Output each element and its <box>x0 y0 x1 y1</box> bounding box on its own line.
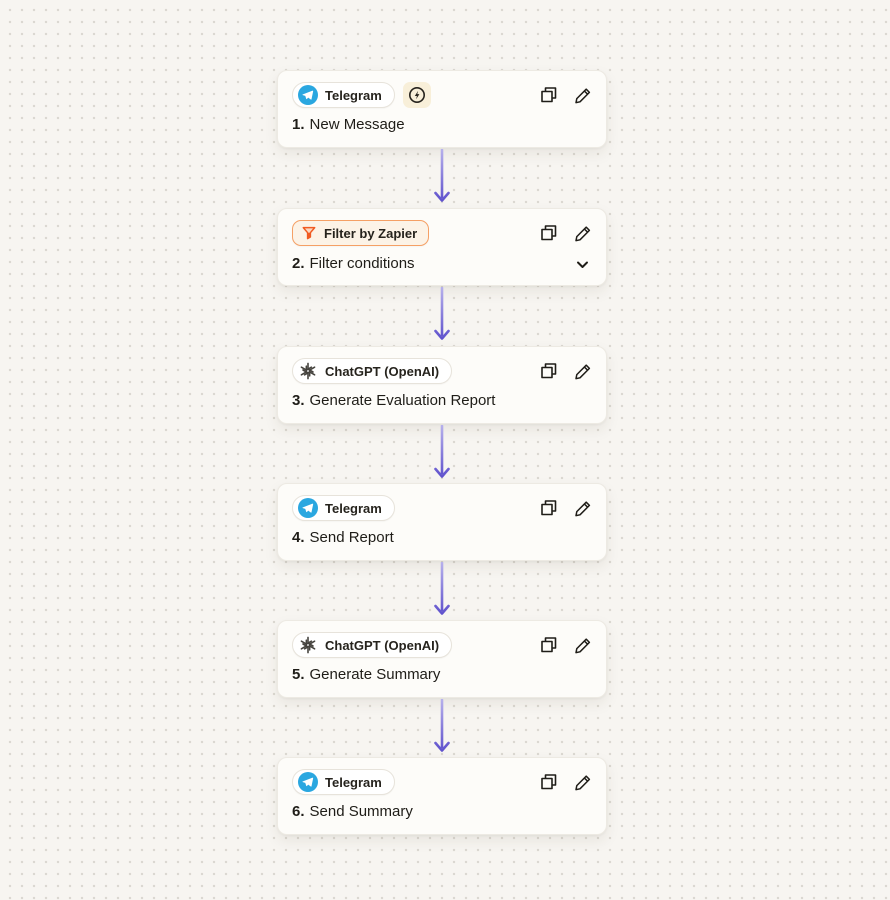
app-badge-label: Telegram <box>325 500 382 516</box>
copy-step-button[interactable] <box>539 85 559 105</box>
pencil-icon <box>574 637 590 653</box>
step-badges: ChatGPT (OpenAI) <box>292 358 453 384</box>
step-number: 1. <box>292 116 305 133</box>
edit-step-button[interactable] <box>572 223 592 243</box>
edit-step-button[interactable] <box>572 635 592 655</box>
step-card-1-trigger[interactable]: Telegram 1. New Message <box>277 70 607 148</box>
step-card-3-chatgpt[interactable]: ChatGPT (OpenAI) 3. Generate Evaluation … <box>277 346 607 424</box>
step-title-row: 1. New Message <box>292 116 592 134</box>
edit-step-button[interactable] <box>572 498 592 518</box>
connector-arrow <box>434 699 450 752</box>
connector-arrow <box>434 562 450 615</box>
copy-icon <box>541 87 557 103</box>
copy-icon <box>541 500 557 516</box>
app-badge-label: Telegram <box>325 87 382 103</box>
step-badges: Filter by Zapier <box>292 220 430 246</box>
step-title-row: 2. Filter conditions <box>292 254 592 274</box>
step-title: Send Summary <box>309 803 413 820</box>
openai-icon <box>298 636 318 654</box>
step-title-row: 6. Send Summary <box>292 803 592 821</box>
step-badges: ChatGPT (OpenAI) <box>292 632 453 658</box>
step-title: Generate Evaluation Report <box>309 392 496 409</box>
step-title: Generate Summary <box>309 666 441 683</box>
step-title-row: 3. Generate Evaluation Report <box>292 392 592 410</box>
pencil-icon <box>574 774 590 790</box>
step-badges: Telegram <box>292 82 431 108</box>
app-badge-chatgpt-openai[interactable]: ChatGPT (OpenAI) <box>292 632 453 658</box>
chevron-down-icon <box>576 261 588 268</box>
pencil-icon <box>574 363 590 379</box>
step-title: Filter conditions <box>309 255 415 272</box>
step-number: 4. <box>292 529 305 546</box>
copy-step-button[interactable] <box>539 498 559 518</box>
copy-icon <box>541 637 557 653</box>
step-title-row: 5. Generate Summary <box>292 666 592 684</box>
app-badge-telegram[interactable]: Telegram <box>292 769 395 795</box>
app-badge-chatgpt-openai[interactable]: ChatGPT (OpenAI) <box>292 358 453 384</box>
connector-arrow <box>434 287 450 340</box>
pencil-icon <box>574 500 590 516</box>
edit-step-button[interactable] <box>572 85 592 105</box>
app-badge-label: Telegram <box>325 774 382 790</box>
step-number: 5. <box>292 666 305 683</box>
copy-step-button[interactable] <box>539 635 559 655</box>
app-badge-filter-by-zapier[interactable]: Filter by Zapier <box>292 220 430 246</box>
step-card-6-telegram[interactable]: Telegram 6. Send Summary <box>277 757 607 835</box>
openai-icon <box>298 362 318 380</box>
app-badge-label: ChatGPT (OpenAI) <box>325 363 440 379</box>
step-card-4-telegram[interactable]: Telegram 4. Send Report <box>277 483 607 561</box>
app-badge-label: Filter by Zapier <box>324 225 418 241</box>
pencil-icon <box>574 87 590 103</box>
telegram-icon <box>298 85 318 105</box>
connector-arrow <box>434 425 450 478</box>
step-card-2-filter[interactable]: Filter by Zapier 2. Filter conditions <box>277 208 607 286</box>
step-badges: Telegram <box>292 769 395 795</box>
step-number: 3. <box>292 392 305 409</box>
step-title: Send Report <box>309 529 394 546</box>
app-badge-telegram[interactable]: Telegram <box>292 495 395 521</box>
step-number: 6. <box>292 803 305 820</box>
app-badge-label: ChatGPT (OpenAI) <box>325 637 440 653</box>
step-title: New Message <box>309 116 405 133</box>
funnel-icon <box>302 226 316 240</box>
copy-icon <box>541 363 557 379</box>
step-number: 2. <box>292 255 305 272</box>
lightning-icon <box>408 87 425 103</box>
copy-step-button[interactable] <box>539 772 559 792</box>
instant-trigger-badge <box>402 82 431 108</box>
step-card-5-chatgpt[interactable]: ChatGPT (OpenAI) 5. Generate Summary <box>277 620 607 698</box>
collapse-conditions-button[interactable] <box>572 254 592 274</box>
connector-arrow <box>434 149 450 202</box>
app-badge-telegram[interactable]: Telegram <box>292 82 395 108</box>
edit-step-button[interactable] <box>572 772 592 792</box>
edit-step-button[interactable] <box>572 361 592 381</box>
telegram-icon <box>298 498 318 518</box>
copy-icon <box>541 774 557 790</box>
copy-step-button[interactable] <box>539 361 559 381</box>
copy-icon <box>541 225 557 241</box>
pencil-icon <box>574 225 590 241</box>
step-badges: Telegram <box>292 495 395 521</box>
step-title-row: 4. Send Report <box>292 529 592 547</box>
telegram-icon <box>298 772 318 792</box>
copy-step-button[interactable] <box>539 223 559 243</box>
